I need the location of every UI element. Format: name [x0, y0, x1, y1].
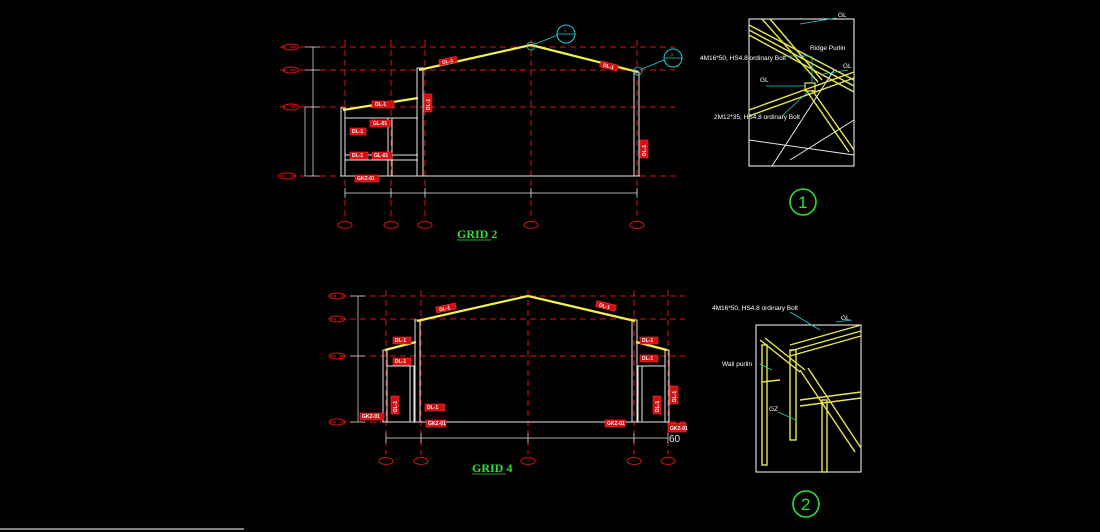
- main-rafter-left: [418, 43, 532, 72]
- member-tag: DL-1: [669, 385, 679, 405]
- member-tag: DL-1: [371, 100, 395, 109]
- grid-bubble: [383, 221, 399, 229]
- detail-2-number: 2: [801, 495, 810, 514]
- label-bolt: 4M16*50, HS4.8 ordinary Bolt: [712, 305, 798, 312]
- svg-text:DL-1: DL-1: [393, 401, 399, 412]
- detail-2: 4M16*50, HS4.8 ordinary Bolt GL Wall pur…: [712, 305, 862, 518]
- detail-1: GL 4M16*50, HS4.8 ordinary Bolt Ridge Pu…: [700, 12, 855, 216]
- dimension-value: 60: [669, 434, 681, 445]
- grid-bubble: [629, 221, 645, 229]
- grid4-elevation: DL-1 DL-1 DL-1 DL-1 DL-1 DL-1 GKZ-01 GKZ…: [328, 290, 688, 475]
- main-rafter-right: [530, 43, 639, 74]
- svg-text:DL-1: DL-1: [395, 338, 406, 344]
- grid-bubble: [337, 221, 353, 229]
- member-tag: DL-1: [392, 336, 412, 345]
- svg-text:GKZ-01: GKZ-01: [357, 176, 375, 182]
- member-tag: DL-1: [435, 302, 457, 314]
- member-tag: DL-1: [424, 403, 446, 412]
- svg-text:DL-1: DL-1: [427, 405, 438, 411]
- member-tag: DL-1: [639, 336, 659, 345]
- member-tag: GL-01: [371, 151, 393, 160]
- svg-text:DL-1: DL-1: [598, 302, 610, 311]
- grid4-title: GRID 4: [472, 461, 512, 475]
- member-tag: DL-1: [390, 395, 400, 415]
- level-bubble: [282, 66, 300, 74]
- member-tag: GKZ-01: [359, 412, 385, 421]
- svg-text:DL-1: DL-1: [655, 401, 661, 412]
- svg-text:DL-1: DL-1: [642, 145, 648, 156]
- grid-bubble: [523, 221, 539, 229]
- label-bolt: 4M16*50, HS4.8 ordinary Bolt: [700, 55, 786, 62]
- detail-1-number: 1: [798, 193, 807, 212]
- member-tag: DL-1: [423, 93, 433, 113]
- level-bubble: [282, 103, 300, 111]
- detail-1-frame: [748, 18, 855, 167]
- grid2-title: GRID 2: [457, 227, 497, 241]
- level-bubble: [282, 43, 300, 51]
- callout-1-label: 1: [564, 28, 567, 33]
- grid-bubble: [417, 221, 433, 229]
- svg-text:GL-01: GL-01: [373, 121, 387, 127]
- member-tag: GL-01: [369, 119, 391, 128]
- detail-1-bubble: [789, 188, 817, 216]
- svg-text:DL-1: DL-1: [352, 129, 363, 135]
- callout-2-label: 2: [671, 52, 674, 57]
- svg-text:GKZ-01: GKZ-01: [362, 414, 380, 420]
- svg-text:DL-1: DL-1: [672, 391, 678, 402]
- member-tag: GKZ-01: [667, 422, 688, 433]
- label-ridge-purlin: Ridge Purlin: [810, 45, 846, 52]
- member-tag: DL-1: [438, 55, 458, 67]
- member-tag: DL-1: [349, 127, 367, 136]
- svg-text:DL-1: DL-1: [375, 102, 386, 108]
- member-tag: GKZ-01: [425, 419, 447, 428]
- svg-text:GL-01: GL-01: [374, 153, 388, 159]
- svg-text:DL-1: DL-1: [439, 305, 451, 313]
- svg-text:GKZ-01: GKZ-01: [607, 421, 625, 427]
- grid2-elevation: 1 2 DL-1 DL-1 DL-1 GL-01 DL-1 DL-1 GL-01…: [277, 24, 683, 241]
- svg-text:DL-1: DL-1: [442, 58, 454, 66]
- svg-text:DL-1: DL-1: [642, 338, 653, 344]
- label-gl: GL: [843, 63, 852, 70]
- svg-text:GKZ-01: GKZ-01: [428, 421, 446, 427]
- svg-text:DL-1: DL-1: [426, 99, 432, 110]
- label-bolt: 2M12*35, HS4.8 ordinary Bolt: [714, 114, 800, 121]
- member-tag: DL-1: [652, 395, 662, 415]
- member-tag: DL-1: [639, 139, 649, 159]
- label-gl: GL: [841, 315, 850, 322]
- member-tag: DL-1: [349, 151, 369, 160]
- svg-text:GKZ-01: GKZ-01: [670, 426, 688, 432]
- svg-text:DL-1: DL-1: [352, 153, 363, 159]
- label-gl: GL: [760, 77, 769, 84]
- svg-text:DL-1: DL-1: [395, 359, 406, 365]
- detail-2-bubble: [792, 490, 820, 518]
- svg-text:DL-1: DL-1: [602, 63, 614, 72]
- member-tag: DL-1: [595, 300, 617, 312]
- member-tag: DL-1: [392, 357, 412, 366]
- level-bubble: [277, 172, 297, 180]
- svg-text:DL-1: DL-1: [642, 356, 653, 362]
- member-tag: GKZ-01: [604, 419, 626, 428]
- member-tag: DL-1: [639, 354, 659, 363]
- member-tag: DL-1: [599, 60, 619, 72]
- label-gz: GZ: [769, 406, 778, 413]
- label-wall-purlin: Wall purlin: [722, 361, 752, 368]
- member-tag: GKZ-01: [354, 174, 380, 183]
- label-gl: GL: [838, 12, 847, 19]
